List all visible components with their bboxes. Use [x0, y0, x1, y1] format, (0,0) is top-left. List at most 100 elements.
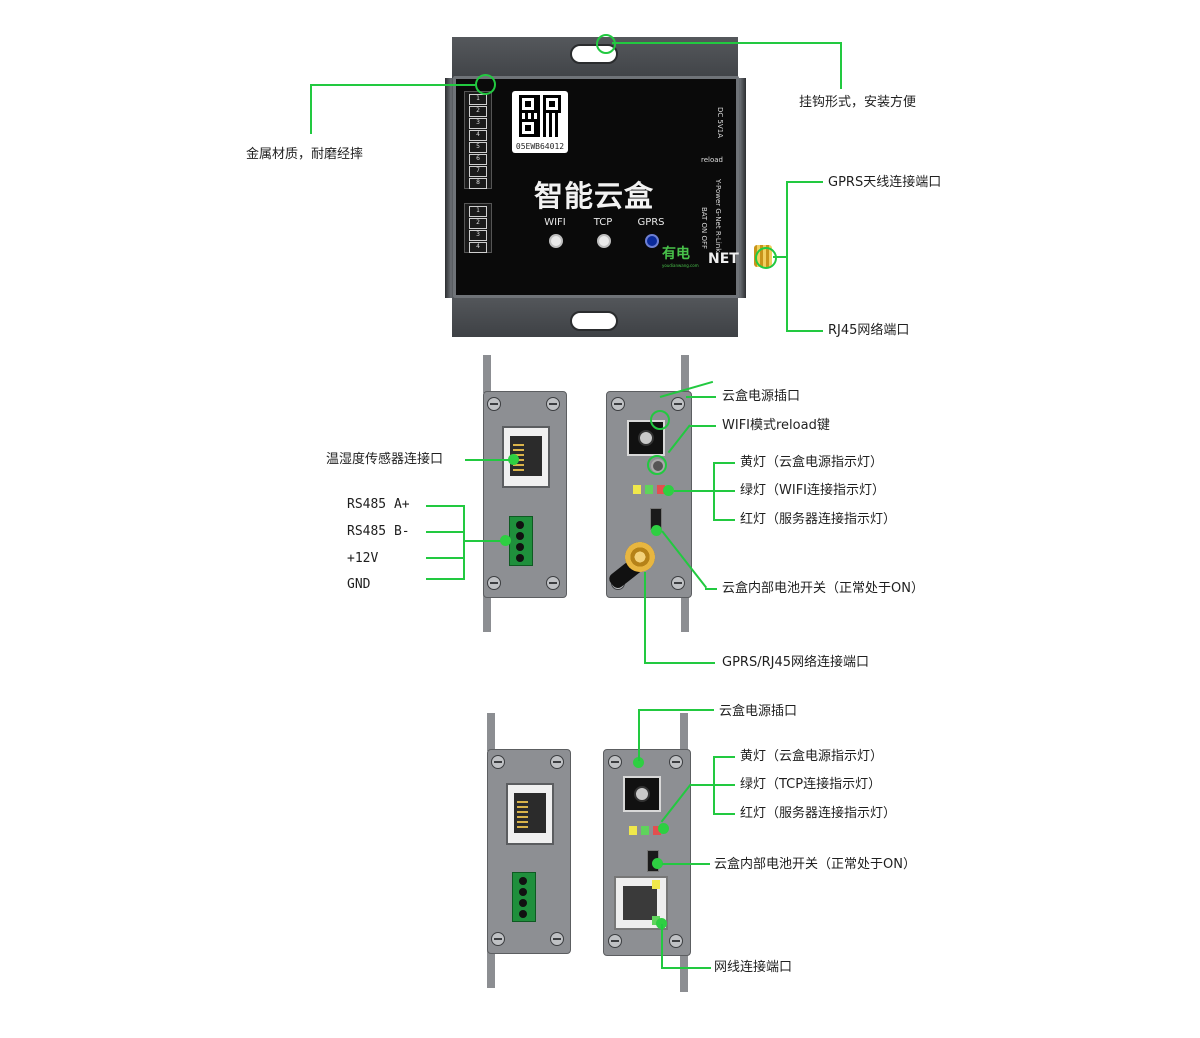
callout-line — [426, 557, 465, 559]
label-gprs-rj45: GPRS/RJ45网络连接端口 — [722, 655, 869, 670]
label-gprs-antenna: GPRS天线连接端口 — [828, 175, 942, 190]
pin-b1: 1 — [469, 206, 487, 217]
label-battery-switch-bottom: 云盒内部电池开关（正常处于ON） — [714, 857, 916, 872]
label-network-port: 网线连接端口 — [714, 960, 793, 975]
gprs-rj45-connector — [625, 542, 655, 572]
terminal-block-8pin: 1 2 3 4 5 6 7 8 — [464, 91, 492, 189]
label-mounting: 挂钩形式，安装方便 — [799, 95, 917, 110]
brand-logo: 有电 — [662, 246, 690, 262]
callout-line — [786, 181, 823, 183]
callout-line — [713, 756, 735, 758]
callout-ring-antenna — [755, 247, 777, 269]
terminal-block-4pin: 1 2 3 4 — [464, 203, 492, 253]
net-label: NET — [708, 251, 739, 267]
label-rj45: RJ45网络端口 — [828, 323, 910, 338]
callout-line — [612, 42, 841, 44]
power-plug — [627, 420, 665, 456]
pin-b2: 2 — [469, 218, 487, 229]
callout-line — [686, 396, 716, 398]
callout-line — [644, 662, 715, 664]
label-green-led-bottom: 绿灯（TCP连接指示灯） — [740, 777, 882, 792]
screw — [608, 934, 622, 948]
mounting-slot-bottom — [570, 311, 618, 331]
power-label: DC 5V1A — [716, 107, 724, 138]
screw — [669, 934, 683, 948]
brand-url: youdianwang.com — [662, 263, 699, 268]
label-12v: +12V — [347, 551, 379, 566]
callout-line — [661, 924, 663, 969]
callout-dot-power-bottom — [633, 757, 644, 768]
callout-line — [310, 84, 312, 134]
led-yellow — [633, 485, 641, 494]
pin-b3: 3 — [469, 230, 487, 241]
callout-line — [463, 505, 465, 580]
callout-line — [786, 181, 788, 331]
label-wifi-reload: WIFI模式reload键 — [722, 418, 830, 433]
label-yellow-led-bottom: 黄灯（云盒电源指示灯） — [740, 749, 884, 764]
plate-ear — [681, 355, 689, 393]
callout-line — [426, 531, 465, 533]
led-label-wifi: WIFI — [544, 217, 566, 228]
label-yellow-led: 黄灯（云盒电源指示灯） — [740, 455, 884, 470]
sensor-port-bottom — [506, 783, 554, 845]
plate — [487, 749, 571, 954]
plate-ear — [483, 355, 491, 393]
label-rs485-a: RS485 A+ — [347, 497, 410, 512]
callout-line — [638, 709, 640, 761]
led-red — [657, 485, 665, 494]
qr-serial: 05EWB64012 — [515, 142, 565, 151]
pin-7: 7 — [469, 166, 487, 177]
screw — [671, 576, 685, 590]
label-metal: 金属材质，耐磨经摔 — [246, 147, 364, 162]
plate-ear — [680, 950, 688, 992]
callout-ring-reload — [647, 455, 667, 475]
label-red-led: 红灯（服务器连接指示灯） — [740, 512, 897, 527]
callout-line — [840, 42, 842, 89]
label-sensor-port: 温湿度传感器连接口 — [326, 452, 444, 467]
callout-line — [662, 863, 710, 865]
callout-line — [661, 967, 711, 969]
pin-1: 1 — [469, 94, 487, 105]
callout-line — [713, 784, 735, 786]
callout-dot-switch-bottom — [652, 858, 663, 869]
label-rs485-b: RS485 B- — [347, 524, 410, 539]
led-gprs — [645, 234, 659, 248]
label-power-plug-bottom: 云盒电源插口 — [719, 704, 798, 719]
plate-ear — [487, 950, 495, 988]
callout-line — [690, 784, 715, 786]
callout-line — [674, 490, 714, 492]
led-green-bottom — [641, 826, 649, 835]
screw — [608, 755, 622, 769]
screw — [550, 755, 564, 769]
led-label-tcp: TCP — [593, 217, 613, 228]
callout-line — [713, 462, 735, 464]
label-battery-switch: 云盒内部电池开关（正常处于ON） — [722, 581, 924, 596]
pin-6: 6 — [469, 154, 487, 165]
screw — [491, 932, 505, 946]
callout-dot-leds-bottom — [658, 823, 669, 834]
pin-8: 8 — [469, 178, 487, 189]
callout-line — [463, 540, 509, 542]
screw — [546, 397, 560, 411]
led-wifi — [549, 234, 563, 248]
device-face: 1 2 3 4 5 6 7 8 1 2 3 4 05EWB64012 智能云盒 … — [453, 76, 739, 298]
pin-b4: 4 — [469, 242, 487, 253]
callout-ring-power — [650, 410, 670, 430]
screw — [611, 397, 625, 411]
screw — [550, 932, 564, 946]
callout-ring-mounting — [596, 34, 616, 54]
callout-line — [426, 505, 465, 507]
led-yellow-bottom — [629, 826, 637, 835]
power-plug-bottom — [623, 776, 661, 812]
callout-ring-metal — [475, 74, 496, 95]
callout-line — [465, 459, 510, 461]
label-green-led: 绿灯（WIFI连接指示灯） — [740, 483, 885, 498]
callout-line — [311, 84, 475, 86]
callout-line — [426, 578, 465, 580]
screw — [546, 576, 560, 590]
device-title: 智能云盒 — [534, 179, 655, 213]
led-green — [645, 485, 653, 494]
led-label-gprs: GPRS — [637, 217, 665, 228]
callout-line — [689, 425, 716, 427]
callout-line — [638, 709, 714, 711]
